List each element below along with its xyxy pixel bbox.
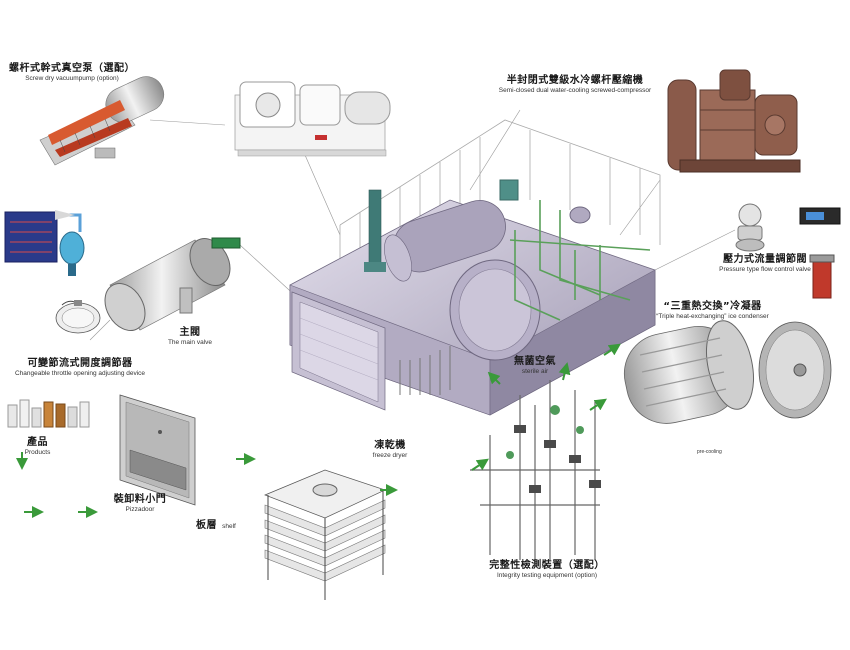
pressure-valve-subtitle: Pressure type flow control valve [719, 265, 811, 273]
compressor-title: 半封閉式雙級水冷螺杆壓縮機 [506, 75, 644, 86]
heat-exchange-schematic [4, 210, 85, 276]
screw-compressor-illustration [667, 69, 801, 173]
label-products: 產品 Products [15, 437, 60, 456]
freeze-dryer-subtitle: freeze dryer [372, 451, 408, 459]
pre-cooling-label: pre-cooling [697, 449, 722, 455]
label-sterile-air: 無菌空氣 sterile air [500, 356, 570, 375]
vacuum-pump-unit-illustration [234, 81, 391, 157]
label-throttle: 可變節流式開度調節器 Changeable throttle opening a… [0, 358, 160, 377]
condenser-title: “三重熱交換”冷凝器 [663, 301, 762, 312]
main-valve-illustration [104, 237, 241, 331]
integrity-title: 完整性檢測裝置（選配） [489, 560, 605, 571]
freeze-dryer-title: 凍乾機 [374, 440, 406, 451]
product-vials-illustration [7, 399, 90, 428]
throttle-title: 可變節流式開度調節器 [27, 358, 133, 369]
label-main-valve: 主閥 The main valve [150, 327, 230, 346]
integrity-tester-illustration [470, 380, 601, 565]
pressure-valve-title: 壓力式流量調節閥 [723, 254, 807, 265]
shelf-stack-illustration [264, 469, 386, 600]
products-subtitle: Products [24, 448, 51, 456]
products-title: 產品 [27, 437, 48, 448]
screw-pump-title: 螺杆式幹式真空泵（選配） [9, 63, 135, 74]
compressor-subtitle: Semi-closed dual water-cooling screwed-c… [498, 86, 652, 94]
label-screw-pump: 螺杆式幹式真空泵（選配） Screw dry vacuumpump (optio… [2, 63, 142, 82]
label-condenser: “三重熱交換”冷凝器 “Triple heat-exchanging” ice … [640, 301, 785, 320]
main-valve-title: 主閥 [179, 327, 201, 338]
pizza-door-illustration [119, 394, 196, 506]
sterile-air-title: 無菌空氣 [514, 356, 556, 367]
pizza-door-subtitle: Pizzadoor [125, 505, 155, 513]
sterile-air-subtitle: sterile air [521, 367, 549, 375]
integrity-subtitle: Integrity testing equipment (option) [496, 571, 598, 579]
ice-condenser-illustration [623, 320, 832, 424]
label-integrity: 完整性檢測裝置（選配） Integrity testing equipment … [462, 560, 632, 579]
flow-arrows [16, 343, 621, 518]
pizza-door-title: 裝卸料小門 [113, 494, 167, 505]
pressure-valve-illustration [735, 203, 841, 299]
condenser-subtitle: “Triple heat-exchanging” ice condenser [656, 312, 769, 320]
freeze-dryer-main-unit [289, 119, 661, 416]
screw-pump-illustration [39, 76, 165, 166]
throttle-device-illustration [55, 300, 101, 334]
label-shelf: 板層 shelf [196, 514, 256, 532]
throttle-subtitle: Changeable throttle opening adjusting de… [14, 369, 146, 377]
shelf-subtitle: shelf [222, 523, 236, 530]
label-compressor: 半封閉式雙級水冷螺杆壓縮機 Semi-closed dual water-coo… [470, 75, 680, 94]
shelf-title: 板層 [196, 520, 217, 531]
label-pizza-door: 裝卸料小門 Pizzadoor [100, 494, 180, 513]
screw-pump-subtitle: Screw dry vacuumpump (option) [25, 74, 119, 82]
label-pressure-valve: 壓力式流量調節閥 Pressure type flow control valv… [700, 254, 830, 273]
main-valve-subtitle: The main valve [167, 338, 213, 346]
label-freeze-dryer: 凍乾機 freeze dryer [355, 440, 425, 459]
